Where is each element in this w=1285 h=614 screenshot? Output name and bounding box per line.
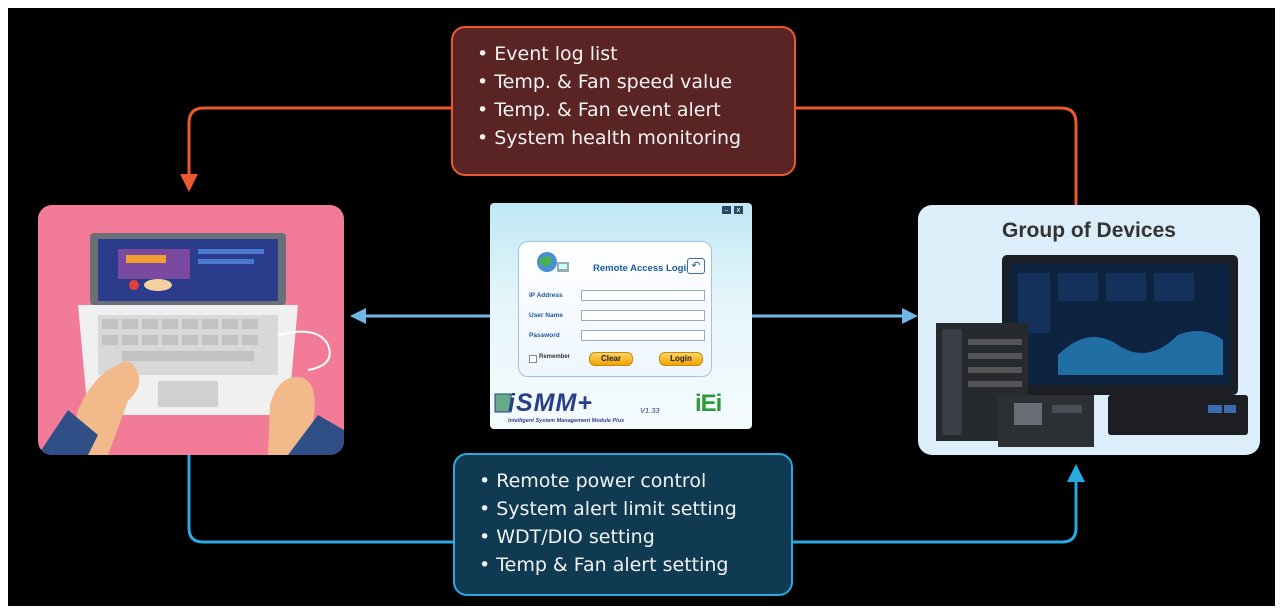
- motherboard-image: [998, 395, 1094, 447]
- ismm-logo: iSMM+: [508, 389, 593, 417]
- remember-label: Remember: [539, 354, 571, 360]
- back-arrow-icon[interactable]: ↶: [687, 258, 705, 274]
- monitoring-item: Temp. & Fan event alert: [477, 96, 770, 124]
- monitoring-item: Event log list: [477, 40, 770, 68]
- monitoring-info-box: Event log list Temp. & Fan speed value T…: [451, 26, 796, 176]
- control-item: System alert limit setting: [479, 495, 767, 523]
- devices-panel: Group of Devices: [918, 205, 1260, 455]
- password-label: Password: [529, 332, 560, 339]
- laptop-panel: [38, 205, 344, 455]
- diagram-canvas: Event log list Temp. & Fan speed value T…: [8, 8, 1275, 606]
- blue-arrowhead: [1067, 464, 1085, 482]
- password-input[interactable]: [581, 330, 705, 341]
- orange-arrowhead: [180, 174, 198, 192]
- laptop-illustration: [38, 233, 344, 455]
- module-chip-icon: [494, 393, 512, 413]
- close-icon[interactable]: x: [734, 206, 743, 214]
- remote-access-dialog: Remote Access Login ↶ IP Address User Na…: [518, 241, 712, 377]
- control-item: Remote power control: [479, 467, 767, 495]
- ip-address-input[interactable]: [581, 290, 705, 301]
- device-group-illustration: [936, 255, 1248, 447]
- minimize-icon[interactable]: –: [722, 206, 731, 214]
- version-label: V1.33: [640, 406, 660, 415]
- mini-pc-image: [1108, 395, 1248, 435]
- control-info-box: Remote power control System alert limit …: [453, 453, 793, 596]
- dialog-title: Remote Access Login: [593, 263, 692, 274]
- product-subtitle: Intelligent System Management Module Plu…: [508, 418, 625, 424]
- panel-pc-image: [1002, 255, 1238, 395]
- control-item: WDT/DIO setting: [479, 523, 767, 551]
- monitoring-item: System health monitoring: [477, 124, 770, 152]
- globe-network-icon: [537, 252, 569, 272]
- ismm-login-window: – x Remote Access Login ↶ IP Address Use…: [490, 203, 752, 429]
- control-item: Temp & Fan alert setting: [479, 551, 767, 579]
- clear-button[interactable]: Clear: [589, 352, 633, 366]
- remember-checkbox[interactable]: [529, 355, 537, 363]
- user-name-input[interactable]: [581, 310, 705, 321]
- monitoring-item: Temp. & Fan speed value: [477, 68, 770, 96]
- left-link-arrowhead: [350, 308, 366, 324]
- right-link-arrowhead: [902, 308, 918, 324]
- ip-address-label: IP Address: [529, 292, 563, 299]
- iei-logo: iEi: [695, 390, 722, 417]
- devices-title: Group of Devices: [1002, 219, 1176, 242]
- login-button[interactable]: Login: [659, 352, 703, 366]
- user-name-label: User Name: [529, 312, 563, 319]
